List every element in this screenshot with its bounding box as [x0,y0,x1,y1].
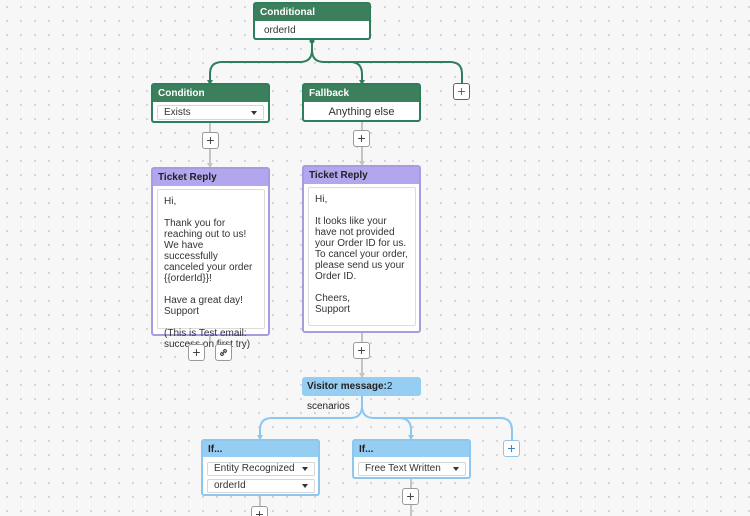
condition-select[interactable]: Exists [157,105,264,120]
plus-icon: + [206,132,215,148]
plus-icon: + [457,83,466,99]
add-scenario-button[interactable]: + [503,440,520,457]
condition-title: Condition [153,85,268,102]
ticket-reply-title: Ticket Reply [153,169,268,186]
caret-down-icon [302,467,308,471]
conditional-variable-field[interactable]: orderId [258,23,366,38]
fallback-text: Anything else [328,106,395,118]
caret-down-icon [302,484,308,488]
plus-icon: + [192,344,201,360]
fallback-title: Fallback [304,85,419,102]
match-type-value: Entity Recognized [214,463,295,474]
add-step-button[interactable]: + [402,488,419,505]
ticket-reply-body[interactable]: Hi, Thank you for reaching out to us! We… [157,189,265,350]
plus-icon: + [357,342,366,358]
add-step-button[interactable]: + [353,342,370,359]
add-step-button[interactable]: + [251,506,268,516]
visitor-message-label: Visitor message: [307,381,387,392]
conditional-variable-value: orderId [264,25,296,36]
condition-selected-value: Exists [164,107,191,118]
ticket-reply-node[interactable]: Ticket Reply Hi, It looks like your have… [302,165,421,333]
add-branch-button[interactable]: + [453,83,470,100]
if-node[interactable]: If... Entity Recognized orderId [201,439,320,496]
plus-icon: + [507,440,516,456]
ticket-reply-node[interactable]: Ticket Reply Hi, Thank you for reaching … [151,167,270,350]
entity-value: orderId [214,480,246,491]
match-type-select[interactable]: Free Text Written [358,462,466,476]
plus-icon: + [406,488,415,504]
ticket-reply-body[interactable]: Hi, It looks like your have not provided… [308,187,416,326]
match-type-select[interactable]: Entity Recognized [207,462,315,476]
visitor-message-node[interactable]: Visitor message:2 scenarios [302,377,421,412]
add-step-button[interactable]: + [353,130,370,147]
add-step-button[interactable]: + [202,132,219,149]
conditional-title: Conditional [255,4,369,21]
add-step-button[interactable]: + [188,344,205,361]
link-button[interactable] [215,344,232,361]
plus-icon: + [357,130,366,146]
condition-node[interactable]: Condition Exists [151,83,270,123]
match-type-value: Free Text Written [365,463,441,474]
conditional-node[interactable]: Conditional orderId [253,2,371,40]
if-node[interactable]: If... Free Text Written [352,439,471,479]
ticket-reply-title: Ticket Reply [304,167,419,184]
link-icon [219,348,228,357]
if-title: If... [354,441,469,457]
fallback-node[interactable]: Fallback Anything else [302,83,421,122]
entity-select[interactable]: orderId [207,479,315,493]
caret-down-icon [251,110,257,115]
if-title: If... [203,441,318,457]
visitor-message-scenarios: 2 scenarios [307,381,393,412]
plus-icon: + [255,506,264,516]
caret-down-icon [453,467,459,471]
